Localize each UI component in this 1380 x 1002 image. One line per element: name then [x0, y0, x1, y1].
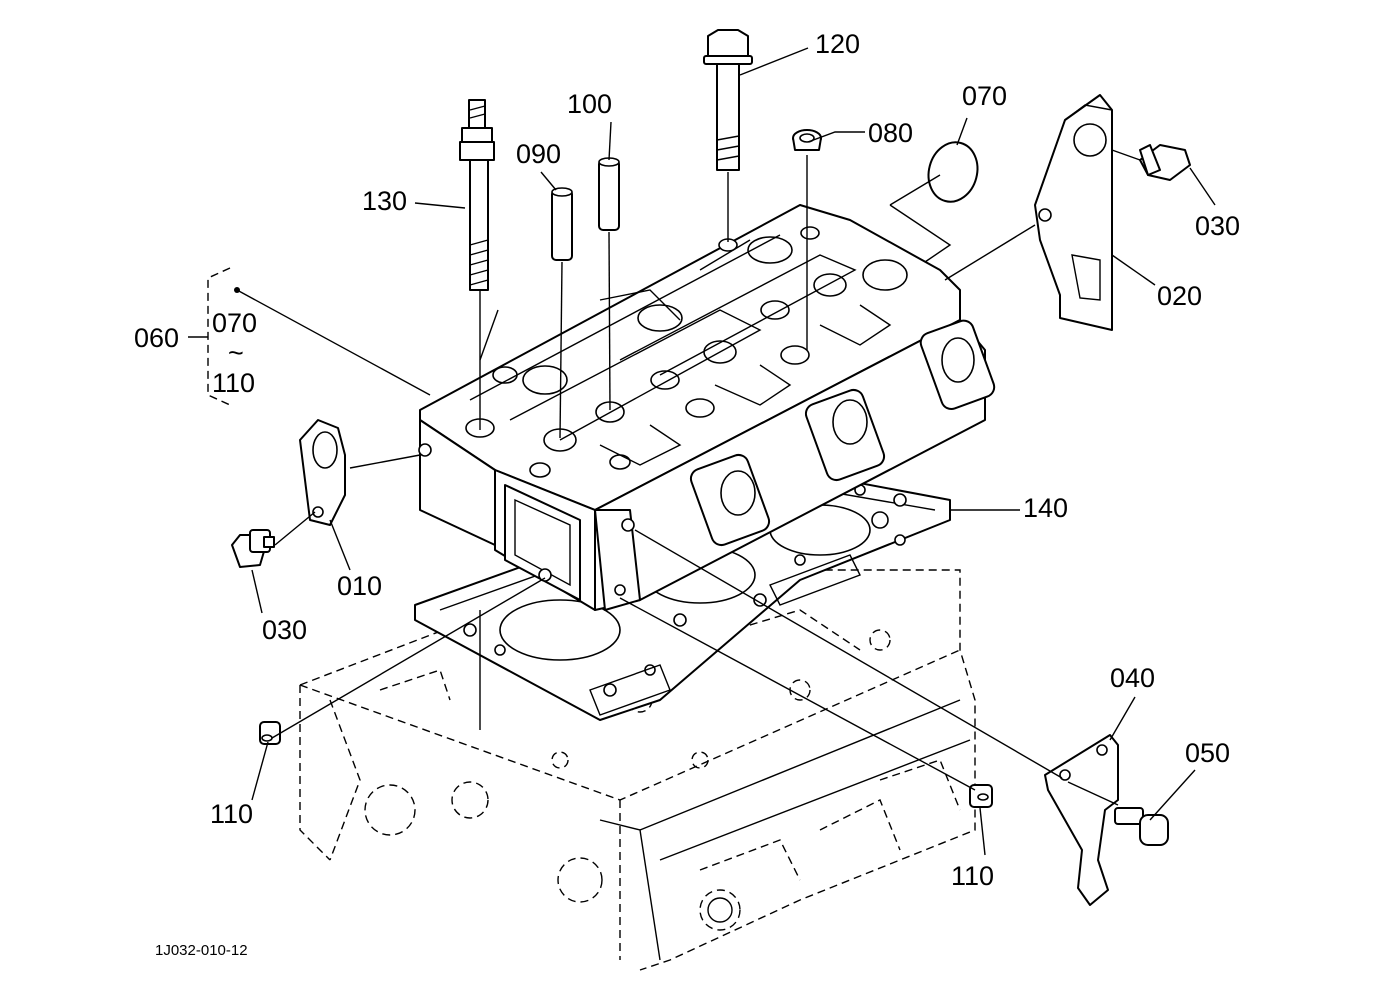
callout-110-group: 110 [212, 368, 255, 398]
bolt-030-right [1139, 144, 1191, 181]
bracket-010 [299, 419, 346, 526]
stem-seal-080 [792, 129, 822, 151]
callout-110-left: 110 [210, 799, 253, 829]
callout-030-left: 030 [262, 615, 307, 645]
callout-010: 010 [337, 571, 382, 601]
bolt-050 [1114, 807, 1169, 846]
bracket-040 [1044, 734, 1119, 906]
plug-110-left [259, 721, 281, 745]
group-bracket-060 [188, 267, 231, 406]
leader-lines [234, 47, 1216, 856]
bracket-020 [1034, 94, 1113, 331]
head-bolt-120 [703, 29, 753, 171]
callout-130: 130 [362, 186, 407, 216]
callout-070-top: 070 [962, 81, 1007, 111]
valve-guide-100 [598, 157, 620, 231]
callout-030-right: 030 [1195, 211, 1240, 241]
callout-range-tilde: ~ [228, 338, 244, 368]
callout-140: 140 [1023, 493, 1068, 523]
callout-080: 080 [868, 118, 913, 148]
plug-070 [927, 141, 979, 203]
callout-120: 120 [815, 29, 860, 59]
figure-code: 1J032-010-12 [155, 942, 248, 959]
callout-020: 020 [1157, 281, 1202, 311]
bolt-030-left [231, 529, 275, 568]
callout-100: 100 [567, 89, 612, 119]
valve-guide-090 [551, 187, 573, 261]
callout-110-right: 110 [951, 861, 994, 891]
callout-050: 050 [1185, 738, 1230, 768]
stud-bolt-130 [459, 99, 495, 291]
callout-090: 090 [516, 139, 561, 169]
cylinder-head [418, 204, 996, 611]
callout-040: 040 [1110, 663, 1155, 693]
callout-060: 060 [134, 323, 179, 353]
callout-070-group: 070 [212, 308, 257, 338]
plug-110-right [969, 784, 993, 808]
